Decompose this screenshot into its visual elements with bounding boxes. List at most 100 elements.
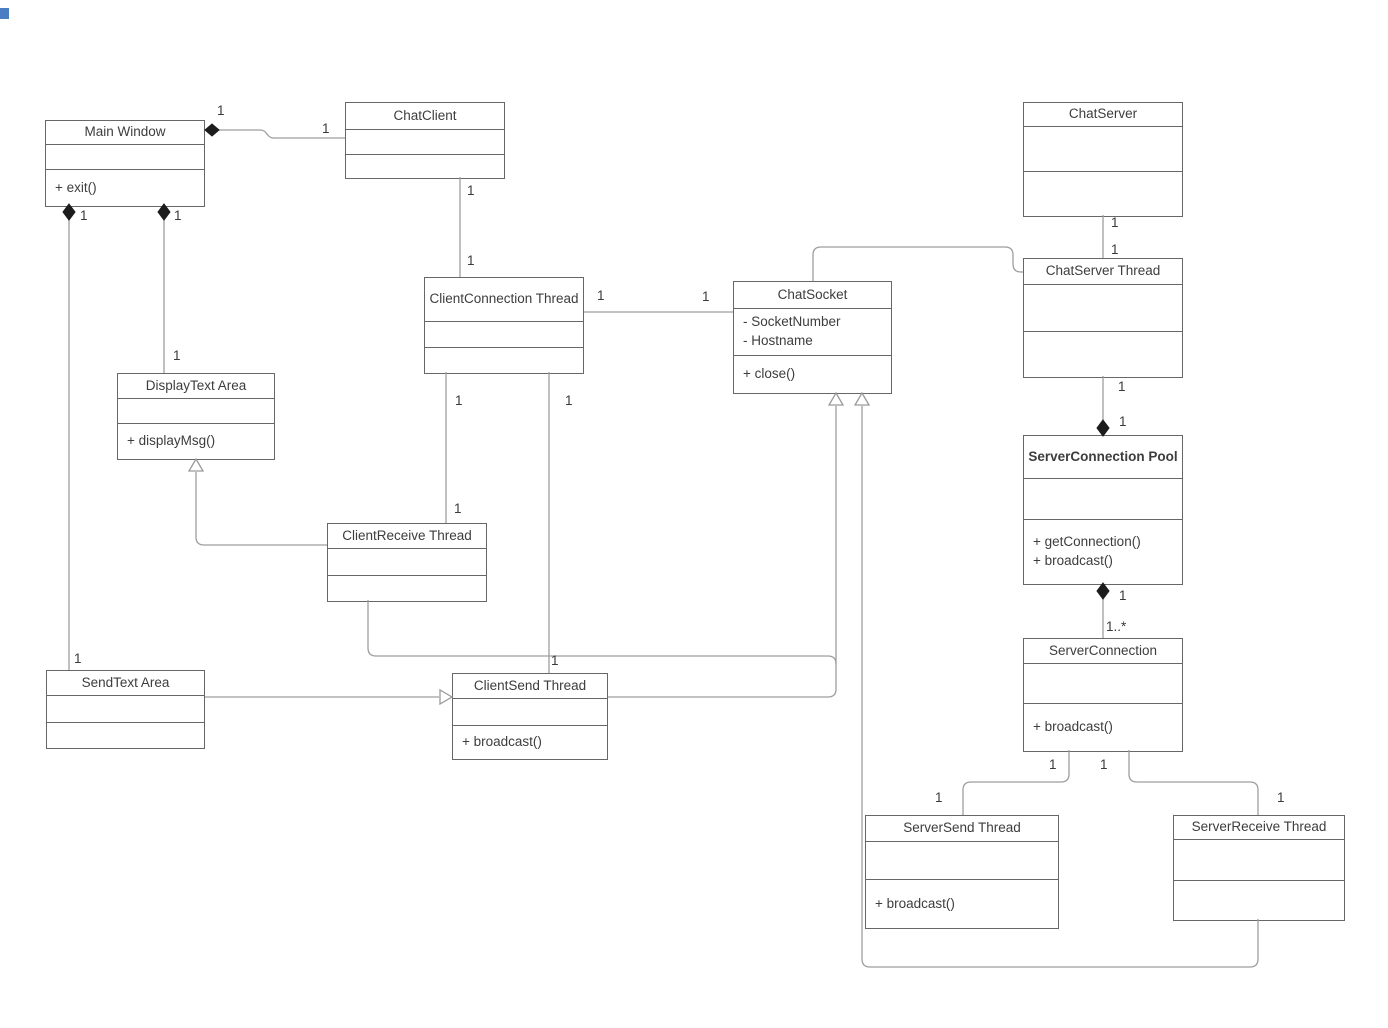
attributes-compartment xyxy=(425,321,583,347)
multiplicity-label: 1 xyxy=(597,288,605,303)
edge-serverconnection-serverreceivethread xyxy=(1128,750,1259,815)
class-title: ChatServer xyxy=(1068,106,1138,122)
method: + exit() xyxy=(55,179,97,195)
methods-compartment xyxy=(1024,331,1182,377)
class-title: Main Window xyxy=(84,124,166,140)
multiplicity-label: 1 xyxy=(80,208,88,223)
methods-compartment xyxy=(425,347,583,373)
class-chat-server-thread[interactable]: ChatServer Thread xyxy=(1023,258,1183,378)
class-main-window[interactable]: Main Window + exit() xyxy=(45,120,205,207)
multiplicity-label: 1 xyxy=(1119,414,1127,429)
class-title: ServerConnection Pool xyxy=(1028,448,1178,464)
methods-compartment: + getConnection() + broadcast() xyxy=(1024,519,1182,584)
class-chat-server[interactable]: ChatServer xyxy=(1023,102,1183,217)
multiplicity-label: 1 xyxy=(467,253,475,268)
multiplicity-label: 1 xyxy=(1277,790,1285,805)
class-title: ClientSend Thread xyxy=(473,677,587,693)
method: + getConnection() xyxy=(1033,534,1141,550)
multiplicity-label: 1..* xyxy=(1106,619,1127,634)
class-title: ClientConnection Thread xyxy=(429,291,579,307)
methods-compartment: + broadcast() xyxy=(453,725,607,759)
attributes-compartment xyxy=(1174,839,1344,880)
class-title: ServerConnection xyxy=(1048,642,1158,658)
class-title: ClientReceive Thread xyxy=(342,527,472,543)
multiplicity-label: 1 xyxy=(217,103,225,118)
class-server-receive-thread[interactable]: ServerReceive Thread xyxy=(1173,815,1345,921)
generalization-arrow xyxy=(827,391,845,406)
class-title: ServerSend Thread xyxy=(903,820,1021,836)
multiplicity-label: 1 xyxy=(173,348,181,363)
multiplicity-label: 1 xyxy=(702,289,710,304)
class-title: DisplayText Area xyxy=(145,377,247,393)
methods-compartment xyxy=(1024,171,1182,216)
class-title: ChatServer Thread xyxy=(1045,263,1161,279)
class-server-connection[interactable]: ServerConnection + broadcast() xyxy=(1023,638,1183,752)
attributes-compartment xyxy=(1024,284,1182,331)
multiplicity-label: 1 xyxy=(1100,757,1108,772)
method: + broadcast() xyxy=(875,895,955,911)
multiplicity-label: 1 xyxy=(1111,242,1119,257)
class-display-text-area[interactable]: DisplayText Area + displayMsg() xyxy=(117,373,275,460)
multiplicity-label: 1 xyxy=(1118,379,1126,394)
multiplicity-label: 1 xyxy=(1111,215,1119,230)
attributes-compartment xyxy=(328,548,486,575)
class-title: SendText Area xyxy=(81,674,170,690)
class-send-text-area[interactable]: SendText Area xyxy=(46,670,205,749)
composition-diamond xyxy=(1096,582,1110,600)
class-client-receive-thread[interactable]: ClientReceive Thread xyxy=(327,523,487,602)
methods-compartment: + exit() xyxy=(46,169,204,206)
class-title: ChatClient xyxy=(393,107,457,123)
edge-clientreceivethread-displaytextarea xyxy=(195,472,327,546)
method: + broadcast() xyxy=(1033,719,1113,735)
method: + broadcast() xyxy=(1033,553,1113,568)
composition-diamond xyxy=(204,123,220,137)
class-client-connection-thread[interactable]: ClientConnection Thread xyxy=(424,277,584,374)
edge-chatsocket-chatserverthread xyxy=(812,246,1023,281)
multiplicity-label: 1 xyxy=(74,651,82,666)
method: + broadcast() xyxy=(462,734,542,750)
generalization-arrow xyxy=(439,688,454,706)
attributes-compartment xyxy=(46,144,204,169)
multiplicity-label: 1 xyxy=(174,208,182,223)
attributes-compartment: - SocketNumber - Hostname xyxy=(734,308,891,355)
attribute: - Hostname xyxy=(743,333,813,348)
class-chat-client[interactable]: ChatClient xyxy=(345,102,505,179)
generalization-arrow xyxy=(853,391,871,406)
method: + displayMsg() xyxy=(127,433,216,449)
method: + close() xyxy=(743,366,796,382)
blue-corner-artifact xyxy=(0,8,9,19)
composition-diamond xyxy=(1096,419,1110,437)
multiplicity-label: 1 xyxy=(1049,757,1057,772)
attributes-compartment xyxy=(1024,478,1182,519)
methods-compartment: + broadcast() xyxy=(1024,703,1182,751)
edge-clientreceivethread-chatsocket xyxy=(367,600,837,665)
class-server-connection-pool[interactable]: ServerConnection Pool + getConnection() … xyxy=(1023,435,1183,585)
attribute: - SocketNumber xyxy=(743,314,841,330)
methods-compartment xyxy=(47,722,204,748)
class-title: ChatSocket xyxy=(777,286,848,302)
attributes-compartment xyxy=(346,129,504,154)
multiplicity-label: 1 xyxy=(1119,588,1127,603)
multiplicity-label: 1 xyxy=(455,393,463,408)
methods-compartment: + displayMsg() xyxy=(118,423,274,459)
generalization-arrow xyxy=(187,457,205,472)
multiplicity-label: 1 xyxy=(322,121,330,136)
methods-compartment xyxy=(346,154,504,178)
multiplicity-label: 1 xyxy=(551,653,559,668)
class-chat-socket[interactable]: ChatSocket - SocketNumber - Hostname + c… xyxy=(733,281,892,394)
class-server-send-thread[interactable]: ServerSend Thread + broadcast() xyxy=(865,815,1059,929)
attributes-compartment xyxy=(1024,663,1182,703)
methods-compartment: + close() xyxy=(734,355,891,393)
attributes-compartment xyxy=(453,698,607,725)
class-client-send-thread[interactable]: ClientSend Thread + broadcast() xyxy=(452,673,608,760)
attributes-compartment xyxy=(1024,126,1182,171)
edge-clientsendthread-chatsocket xyxy=(608,406,837,698)
attributes-compartment xyxy=(47,695,204,722)
methods-compartment xyxy=(1174,880,1344,920)
class-title: ServerReceive Thread xyxy=(1191,819,1327,835)
methods-compartment xyxy=(328,575,486,601)
attributes-compartment xyxy=(118,398,274,423)
attributes-compartment xyxy=(866,841,1058,879)
multiplicity-label: 1 xyxy=(454,501,462,516)
